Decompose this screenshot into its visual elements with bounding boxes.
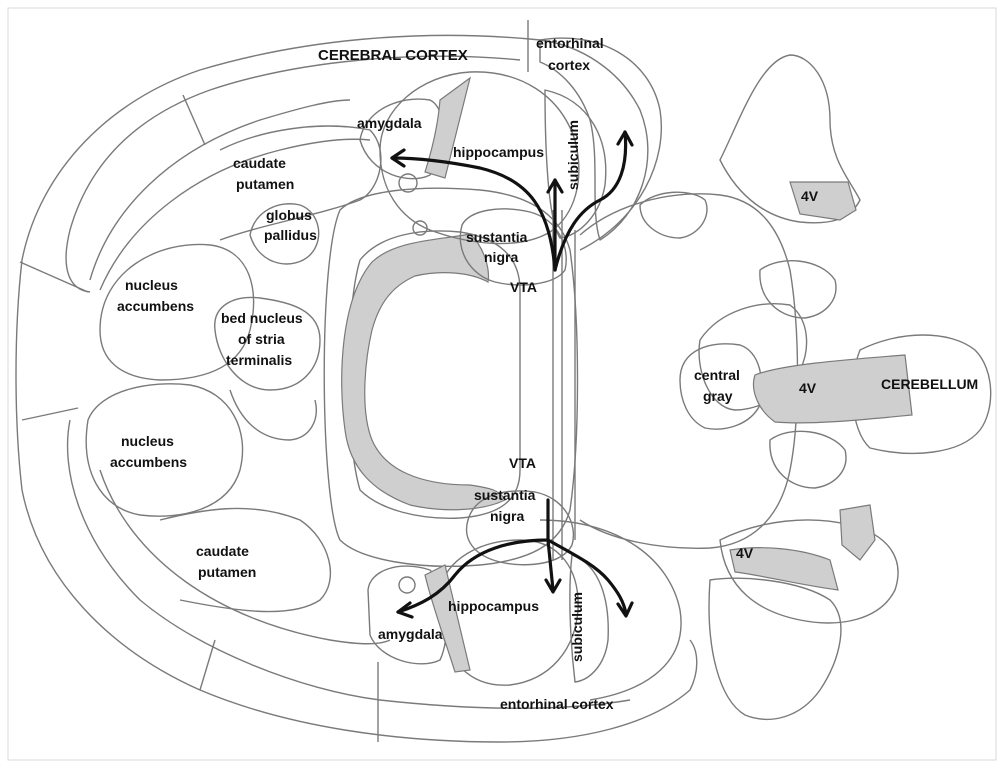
label-cerebral-cortex: CEREBRAL CORTEX xyxy=(318,47,468,64)
label-hippocampus-top: hippocampus xyxy=(453,144,544,160)
divider-4 xyxy=(22,408,78,420)
fourth-ventricle-top xyxy=(790,182,856,220)
label-sn-top-2: nigra xyxy=(484,249,518,265)
label-caudate-top-1: caudate xyxy=(233,155,286,171)
label-central-gray-2: gray xyxy=(703,388,733,404)
amygdala-bottom-shade xyxy=(425,565,470,672)
label-subiculum-bottom: subiculum xyxy=(569,592,585,662)
divider-5 xyxy=(200,640,215,690)
label-globus-2: pallidus xyxy=(264,227,317,243)
arrow-vta-to-entorhinal-bottom xyxy=(548,540,626,614)
label-sn-top-1: sustantia xyxy=(466,229,528,245)
brainstem-blob-2 xyxy=(760,261,836,318)
label-nacc-top-2: accumbens xyxy=(117,298,194,314)
label-bnst-2: of stria xyxy=(238,331,285,347)
fourth-ventricle-bottom-2 xyxy=(840,505,875,560)
label-nacc-top-1: nucleus xyxy=(125,277,178,293)
label-nacc-bottom-2: accumbens xyxy=(110,454,187,470)
divider-1 xyxy=(183,95,205,145)
label-4v-top: 4V xyxy=(801,188,819,204)
label-caudate-top-2: putamen xyxy=(236,176,294,192)
cerebellum-bottom-lobe xyxy=(709,578,841,719)
label-amygdala-top: amygdala xyxy=(357,115,422,131)
label-central-gray-1: central xyxy=(694,367,740,383)
label-bnst-1: bed nucleus xyxy=(221,310,303,326)
small-vesicle-3 xyxy=(399,577,415,593)
label-entorhinal-bottom: entorhinal cortex xyxy=(500,696,614,712)
central-gray-outline xyxy=(680,344,762,429)
label-bnst-3: terminalis xyxy=(226,352,292,368)
nacc-bottom-outline xyxy=(86,384,242,516)
caudate-region-bottom xyxy=(160,508,330,611)
label-hippocampus-bottom: hippocampus xyxy=(448,598,539,614)
label-amygdala-bottom: amygdala xyxy=(378,626,443,642)
label-globus-1: globus xyxy=(266,207,312,223)
label-nacc-bottom-1: nucleus xyxy=(121,433,174,449)
pons-outline xyxy=(580,194,798,548)
label-entorhinal-top-2: cortex xyxy=(548,57,590,73)
label-cerebellum: CEREBELLUM xyxy=(881,376,978,392)
label-caudate-bottom-2: putamen xyxy=(198,564,256,580)
label-4v-bottom: 4V xyxy=(736,545,754,561)
label-vta-top: VTA xyxy=(510,279,537,295)
brainstem-blob-1 xyxy=(640,192,707,238)
label-caudate-bottom-1: caudate xyxy=(196,543,249,559)
label-entorhinal-top-1: entorhinal xyxy=(536,35,604,51)
bnst-lower xyxy=(230,390,316,440)
label-subiculum-top: subiculum xyxy=(565,120,581,190)
label-4v-mid: 4V xyxy=(799,380,817,396)
brainstem-blob-3 xyxy=(770,431,846,488)
divider-3 xyxy=(20,262,88,292)
label-vta-bottom: VTA xyxy=(509,455,536,471)
label-sn-bottom-1: sustantia xyxy=(474,487,536,503)
label-sn-bottom-2: nigra xyxy=(490,508,524,524)
